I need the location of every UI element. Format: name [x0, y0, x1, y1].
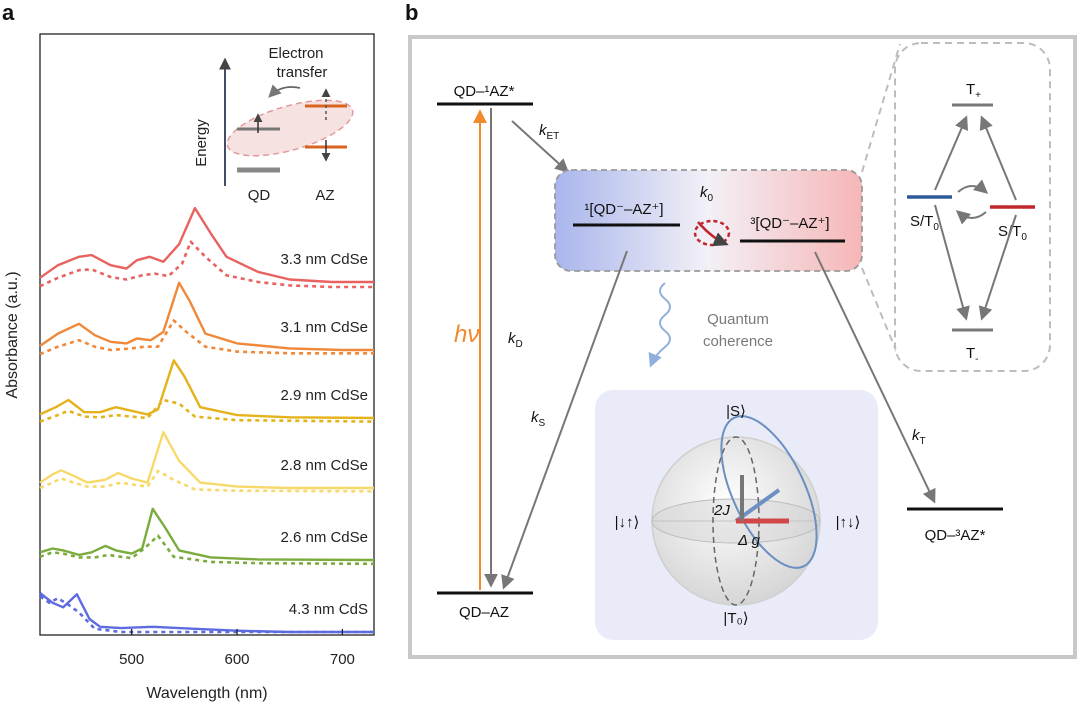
hv-label: hν: [454, 321, 479, 348]
2-6-nm-cdse-dashed-line: [39, 534, 375, 566]
panel-b-frame: [408, 35, 1077, 659]
bloch-right-label: |↑↓⟩: [836, 514, 861, 531]
energy-label: Energy: [193, 119, 210, 167]
ks-arrow: [501, 250, 628, 590]
kt-arrow: [814, 251, 936, 504]
panel-a-letter: a: [2, 0, 15, 25]
2-6-nm-cdse-solid-line: [39, 507, 375, 562]
bloch-t0-label: |T₀⟩: [723, 610, 748, 627]
absorbance-chart: 3.3 nm CdSe 3.1 nm CdSe 2.9 nm CdSe 2.8 nm …: [4, 33, 375, 702]
spectra-series: 3.3 nm CdSe 3.1 nm CdSe 2.9 nm CdSe 2.8 nm …: [39, 206, 375, 634]
bloch-sphere: [651, 415, 821, 606]
2-6-nm-cdse-label: 2.6 nm CdSe: [280, 529, 368, 546]
3-1-nm-cdse-solid-line: [39, 281, 374, 352]
t-plus-label: T+: [966, 81, 981, 101]
two-j-label: 2J: [713, 502, 730, 519]
triplet-cs-label: ³[QD⁻–AZ⁺]: [750, 215, 829, 232]
singlet-cs-label: ¹[QD⁻–AZ⁺]: [584, 201, 663, 218]
x-tick-label: 500: [119, 651, 144, 668]
k0-label: k0: [700, 184, 714, 204]
coherence-label-1: Quantum: [707, 311, 769, 328]
ks-label: kS: [531, 409, 546, 429]
2-8-nm-cdse-label: 2.8 nm CdSe: [280, 457, 368, 474]
2-8-nm-cdse-solid-line: [39, 431, 374, 490]
arrow-right-to-tminus: [978, 214, 1017, 321]
transfer-ellipse: [226, 99, 354, 157]
panel-b-letter: b: [405, 0, 418, 25]
electron-transfer-title-1: Electron: [268, 45, 323, 62]
intersystem-oscillation-icon: [693, 219, 731, 247]
arrow-left-to-tplus: [934, 115, 969, 191]
4-3-nm-cds-solid-line: [39, 592, 374, 634]
arrow-right-to-tplus: [979, 115, 1017, 201]
oscillation-arrow: [697, 221, 729, 247]
qd-1az-label: QD–¹AZ*: [454, 83, 515, 100]
ket-arrow: [511, 120, 570, 173]
coherence-wave-arrow: [648, 282, 671, 368]
bloch-s-label: |S⟩: [726, 403, 746, 420]
4-3-nm-cds-label: 4.3 nm CdS: [289, 601, 368, 618]
3-1-nm-cdse-label: 3.1 nm CdSe: [280, 319, 368, 336]
3-3-nm-cdse-label: 3.3 nm CdSe: [280, 251, 368, 268]
az-label: AZ: [315, 187, 334, 204]
x-tick-label: 700: [330, 651, 355, 668]
2-9-nm-cdse-dashed-line: [39, 398, 375, 423]
2-9-nm-cdse-solid-line: [39, 359, 375, 420]
delta-g-label: Δ g: [737, 532, 761, 549]
sublevel-panel: [894, 42, 1051, 372]
ket-label: kET: [539, 122, 559, 142]
x-tick-label: 600: [225, 651, 250, 668]
zoom-line-bottom: [861, 267, 901, 361]
coherence-label-2: coherence: [703, 333, 773, 350]
kd-label: kD: [508, 330, 523, 350]
t-minus-label: T-: [966, 345, 979, 365]
precession-ellipse: [720, 415, 818, 569]
arrow-left-to-tminus: [934, 204, 970, 321]
plot-frame: [39, 33, 375, 636]
electron-transfer-inset: Energy Electron transfer QD AZ: [193, 45, 354, 204]
s-t0-left-label: S/T0: [910, 213, 939, 233]
zoom-line-top: [861, 43, 901, 173]
2-8-nm-cdse-dashed-line: [39, 469, 375, 493]
electron-transfer-title-2: transfer: [277, 64, 328, 81]
qd-3az-label: QD–³AZ*: [925, 527, 986, 544]
kt-label: kT: [912, 427, 926, 447]
3-3-nm-cdse-dashed-line: [39, 240, 374, 289]
x-axis-ticks: 500 600 700: [119, 629, 355, 668]
transfer-arrow: [268, 84, 301, 98]
qd-label: QD: [248, 187, 271, 204]
oscillation-ring: [693, 219, 731, 247]
4-3-nm-cds-dashed-line: [39, 595, 374, 634]
2-9-nm-cdse-label: 2.9 nm CdSe: [280, 387, 368, 404]
y-axis-title: Absorbance (a.u.): [4, 271, 21, 398]
3-1-nm-cdse-dashed-line: [39, 319, 374, 356]
x-axis-title: Wavelength (nm): [146, 685, 267, 702]
mixing-arrow-top: [957, 179, 989, 194]
bloch-left-label: |↓↑⟩: [615, 514, 640, 531]
qd-az-label: QD–AZ: [459, 604, 509, 621]
mixing-arrow-bottom: [955, 210, 987, 225]
3-3-nm-cdse-solid-line: [39, 206, 374, 284]
